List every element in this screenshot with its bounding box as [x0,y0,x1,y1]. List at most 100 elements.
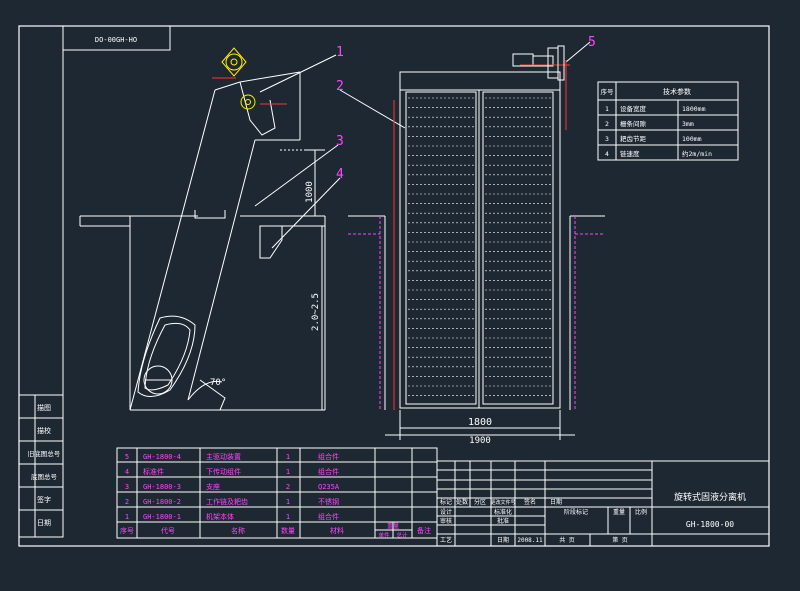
tb-row-0: 标记 [440,498,452,506]
tb-weight: 重量 [613,508,625,516]
bom-cell-mat: 组合件 [318,467,339,476]
tb-row-1: 处数 [456,498,468,506]
tb-date-val: 2008.11 [517,537,543,544]
callout-5: 5 [588,35,596,50]
dim-2025: 2.0~2.5 [311,293,321,331]
tech-table-grid [597,81,739,161]
bom-header-name: 名称 [231,526,245,535]
tb-stage-mark: 阶段标记 [564,508,588,516]
screen-rows [408,97,551,396]
drawing-name: 旋转式固液分离机 [674,491,746,503]
bom-header-note: 备注 [417,526,431,535]
bom-cell-qty: 2 [286,483,290,491]
angle-arc [187,380,223,401]
bom-cell-code: GH-1800-3 [143,483,181,491]
bom-cell-no: 2 [125,498,129,506]
tb-process: 工艺 [440,536,452,544]
dim-1000: 1000 [305,181,315,203]
callout-4: 4 [336,167,344,182]
bom-cell-mat: Q235A [318,483,340,491]
callout-2: 2 [336,79,344,94]
tb-design: 设计 [440,508,452,516]
tb-date: 日期 [497,536,509,544]
bom-header-mat: 材料 [330,526,344,535]
tech-row-value: 1800mm [682,105,706,113]
bom-cell-no: 4 [125,468,129,476]
bom-cell-code: GH-1800-4 [143,453,181,461]
tech-row-value: 100mm [682,135,702,143]
front-view [348,45,605,410]
tb-row-5: 日期 [550,498,562,506]
bom-header-unit: 单件 [378,531,390,539]
tech-row-value: 约2m/min [682,149,712,158]
ref-code: DO-00GH-HO [95,36,137,44]
bom-cell-no: 5 [125,453,129,461]
bom-cell-code: GH-1800-2 [143,498,181,506]
tech-row-no: 2 [605,120,609,128]
side-label-4: 签字 [37,495,51,504]
ref-code-box [62,25,171,51]
bom-cell-qty: 1 [286,453,290,461]
side-view [79,71,326,411]
dim-1900: 1900 [469,436,491,446]
callout-3: 3 [336,134,344,149]
bom-header-no: 序号 [120,526,134,535]
tech-row-no: 4 [605,150,609,158]
side-label-5: 日期 [37,519,51,527]
callout-1: 1 [336,45,344,60]
tech-row-value: 3mm [682,120,694,128]
title-block-rows-left: 标记 处数 分区 更改文件号 签名 日期 [440,498,562,506]
bom-cell-code: GH-1800-1 [143,513,181,521]
tech-row-param: 链速度 [620,149,640,158]
angle-label: 70° [210,378,226,388]
bom-cell-mat: 组合件 [318,512,339,521]
bom-cell-name: 机架本体 [206,512,234,521]
bom-header-code: 代号 [161,526,175,535]
tech-header-no: 序号 [601,87,615,96]
bom-cell-qty: 1 [286,468,290,476]
tb-sheets: 共 页 [559,536,575,544]
bom-cell-name: 支座 [206,482,220,491]
tech-row-no: 3 [605,135,609,143]
dim-1800: 1800 [468,417,492,428]
title-block-cells: 设计 标准化 阶段标记 重量 比例 审核 批准 工艺 日期 2008.11 共 … [440,508,647,544]
bom-header-weight: 重量 [387,522,399,530]
tech-row-param: 耙齿节距 [620,135,647,143]
callout-leaders [254,41,591,249]
side-label-1: 描校 [37,426,51,435]
bom-cell-no: 1 [125,513,129,521]
bom-cell-name: 工作链及耙齿 [206,497,248,506]
dim-1000-lines [280,149,325,216]
tb-check: 审核 [440,517,452,525]
tb-sheet: 第 页 [612,536,628,544]
side-label-2: 旧底图总号 [28,449,61,458]
bom-cell-name: 下传动组件 [206,467,241,476]
tb-row-3: 更改文件号 [490,499,515,506]
tb-standardize: 标准化 [494,508,512,516]
title-block-grid [436,460,770,547]
bom-header-total: 总计 [396,531,408,539]
tb-approve: 批准 [497,517,509,525]
bom-cell-mat: 不锈钢 [318,497,339,506]
tb-row-2: 分区 [474,498,486,506]
front-dims [385,410,575,440]
bom-cell-qty: 1 [286,513,290,521]
bom-headers: 序号 代号 名称 数量 材料 重量 单件 总计 备注 [120,522,431,539]
outer-frame [18,25,770,547]
side-label-3: 底图总号 [31,472,58,481]
tb-scale: 比例 [635,508,647,516]
tech-row-param: 设备宽度 [620,104,647,113]
tech-row-param: 栅条间隙 [620,119,647,128]
bom-cell-name: 主驱动装置 [206,452,241,461]
drive-head [221,47,256,110]
bom-cell-no: 3 [125,483,129,491]
side-label-0: 描图 [37,403,51,412]
bom-grid [116,447,438,539]
drawing-no: GH-1800-00 [686,520,734,529]
bom-cell-mat: 组合件 [318,452,339,461]
bom-cell-code: 标准件 [143,467,164,476]
side-labels [18,394,64,538]
bom-header-qty: 数量 [281,526,295,535]
